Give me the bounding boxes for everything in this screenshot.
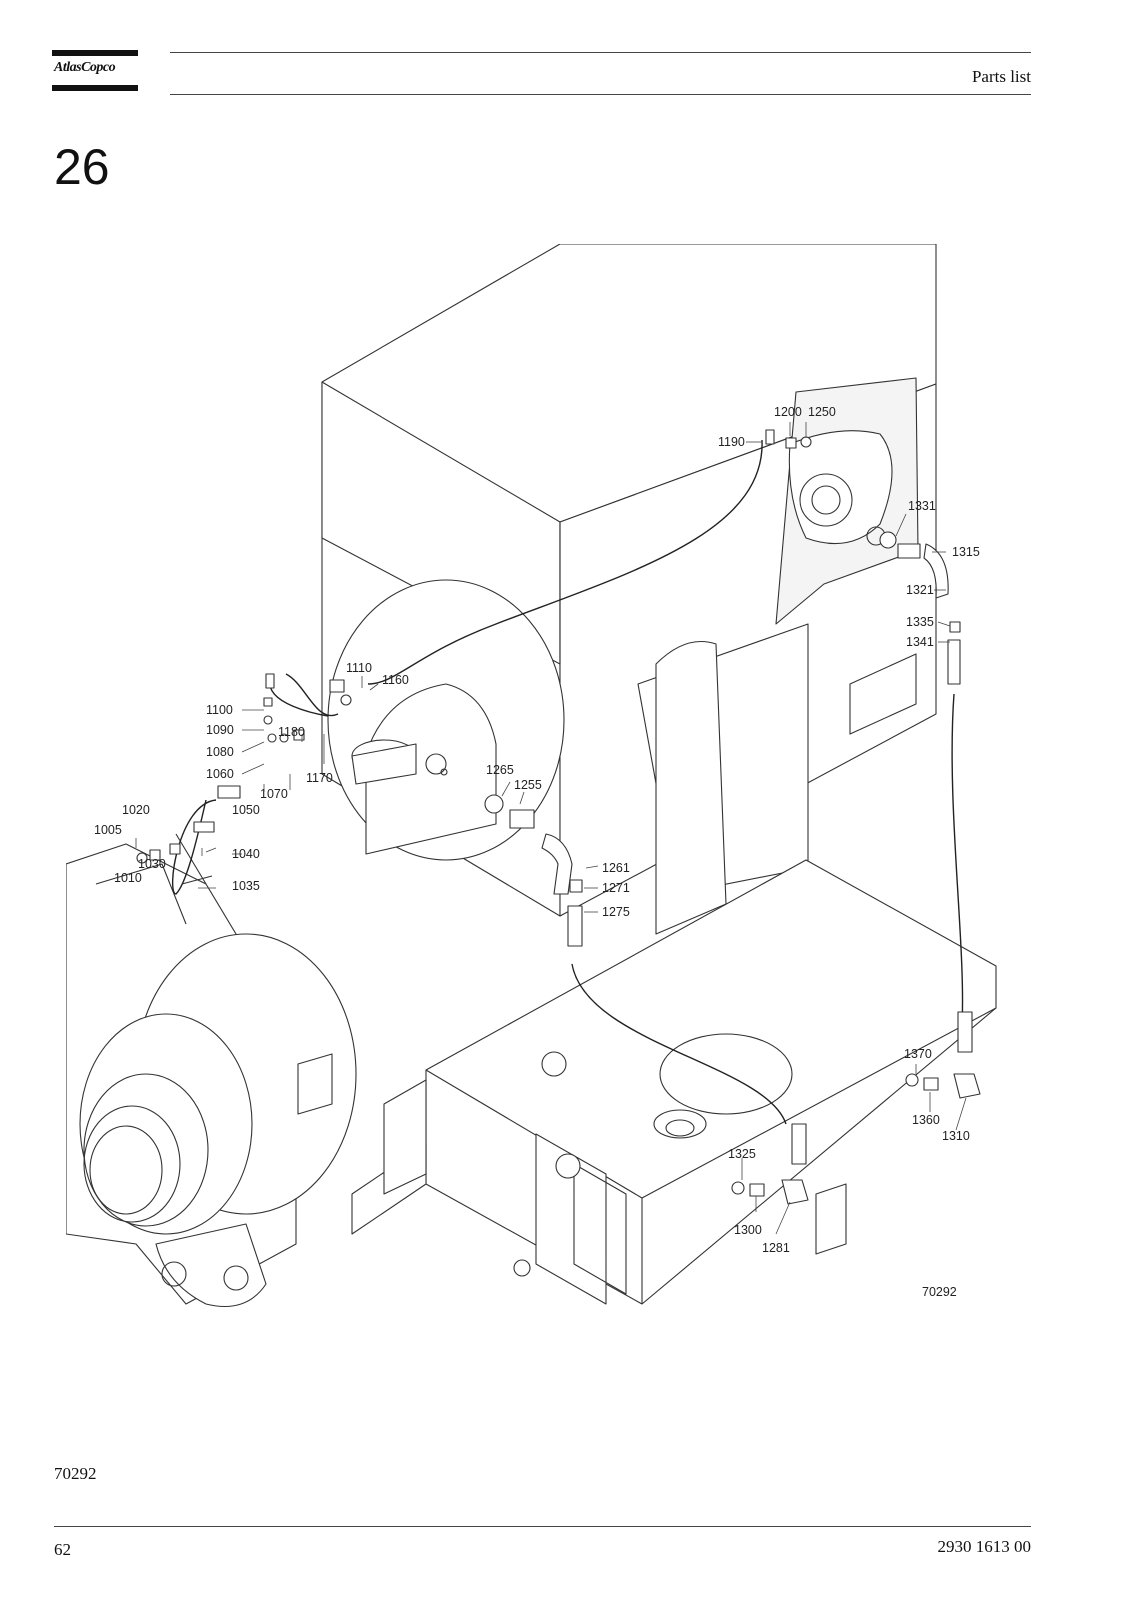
callout-1300: 1300 — [734, 1223, 762, 1237]
callout-1265: 1265 — [486, 763, 514, 777]
callout-1281: 1281 — [762, 1241, 790, 1255]
callout-1070: 1070 — [260, 787, 288, 801]
header-rule-top — [170, 52, 1031, 53]
callout-1020: 1020 — [122, 803, 150, 817]
section-number: 26 — [54, 139, 110, 195]
callout-1271: 1271 — [602, 881, 630, 895]
callout-1060: 1060 — [206, 767, 234, 781]
callout-1080: 1080 — [206, 745, 234, 759]
callout-1331: 1335 — [906, 615, 934, 629]
callout-1315: 1315 — [952, 545, 980, 559]
figure-reference: 70292 — [54, 1464, 97, 1483]
callout-1100: 1100 — [206, 703, 233, 717]
callout-1370: 1370 — [904, 1047, 932, 1061]
callout-1335: 1341 — [906, 635, 934, 649]
header-rule-bottom — [170, 94, 1031, 95]
callout-1090: 1090 — [206, 723, 234, 737]
callout-1035: 1035 — [232, 879, 260, 893]
callout-1010: 1010 — [114, 871, 142, 885]
callout-1325: 1331 — [908, 499, 936, 513]
drawing-number: 70292 — [922, 1285, 957, 1299]
fittings — [136, 429, 981, 1205]
callout-labels: 1190 1200 1250 1331 1315 1321 1335 1341 … — [94, 405, 980, 1299]
exploded-parts-drawing: 1190 1200 1250 1331 1315 1321 1335 1341 … — [66, 244, 1030, 1356]
callout-1341: 1310 — [942, 1129, 970, 1143]
leader-lines — [135, 422, 967, 1235]
callout-1040: 1040 — [232, 847, 260, 861]
document-number: 2930 1613 00 — [937, 1537, 1032, 1556]
callout-1255: 1255 — [514, 778, 542, 792]
page-number: 62 — [54, 1540, 71, 1559]
callout-1250: 1250 — [808, 405, 836, 419]
callout-1190: 1190 — [718, 435, 745, 449]
callout-1005: 1005 — [94, 823, 122, 837]
callout-1180: 1180 — [278, 725, 305, 739]
motor-assembly — [66, 833, 357, 1308]
callout-1160: 1160 — [382, 673, 409, 687]
callout-1261: 1261 — [602, 861, 630, 875]
callout-1030: 1030 — [138, 857, 166, 871]
logo-text: AtlasCopco — [54, 60, 116, 75]
hose-lines — [171, 439, 964, 1125]
footer-rule — [54, 1526, 1031, 1527]
page-title: Parts list — [971, 67, 1031, 86]
logo-bar-top — [52, 50, 138, 56]
atlas-copco-logo: AtlasCopco — [52, 50, 138, 92]
callout-1360: 1360 — [912, 1113, 940, 1127]
callout-1170: 1170 — [306, 771, 333, 785]
logo-bar-bottom — [52, 85, 138, 91]
callout-1321: 1321 — [906, 583, 934, 597]
callout-1110: 1110 — [346, 661, 372, 675]
callout-1310: 1325 — [728, 1147, 756, 1161]
callout-1275: 1275 — [602, 905, 630, 919]
callout-1200: 1200 — [774, 405, 802, 419]
callout-1050: 1050 — [232, 803, 260, 817]
